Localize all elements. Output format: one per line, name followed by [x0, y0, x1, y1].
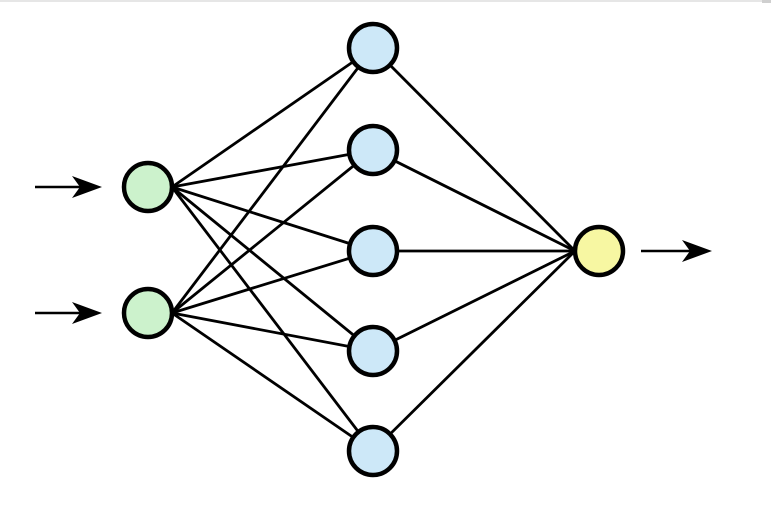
edge-input1-hidden1 [171, 46, 374, 189]
hidden-node-2 [346, 123, 400, 177]
top-border-fragment [762, 0, 771, 3]
output-arrow-1-head [682, 240, 712, 262]
edge-hidden4-output1 [372, 249, 576, 353]
edge-input2-hidden4 [171, 311, 374, 353]
input-arrow-2-head [72, 302, 102, 324]
hidden-node-4 [346, 324, 400, 378]
edge-input2-hidden5 [171, 311, 374, 453]
output-node-1 [572, 224, 626, 278]
edge-input1-hidden2 [171, 148, 374, 189]
edge-input1-hidden5 [170, 186, 375, 452]
input-arrow-1-head [72, 176, 102, 198]
edge-hidden1-output1 [372, 47, 576, 252]
edge-input2-hidden1 [170, 47, 375, 314]
input-node-1 [121, 160, 175, 214]
top-border [0, 0, 771, 2]
hidden-node-1 [346, 21, 400, 75]
edge-hidden2-output1 [372, 148, 576, 253]
edge-input2-hidden3 [171, 249, 374, 315]
edge-input1-hidden4 [171, 185, 374, 353]
edge-input2-hidden2 [171, 148, 374, 315]
edge-input1-hidden3 [171, 185, 374, 253]
hidden-node-3 [346, 224, 400, 278]
hidden-node-5 [346, 424, 400, 478]
input-node-2 [121, 286, 175, 340]
edge-hidden5-output1 [372, 250, 576, 452]
